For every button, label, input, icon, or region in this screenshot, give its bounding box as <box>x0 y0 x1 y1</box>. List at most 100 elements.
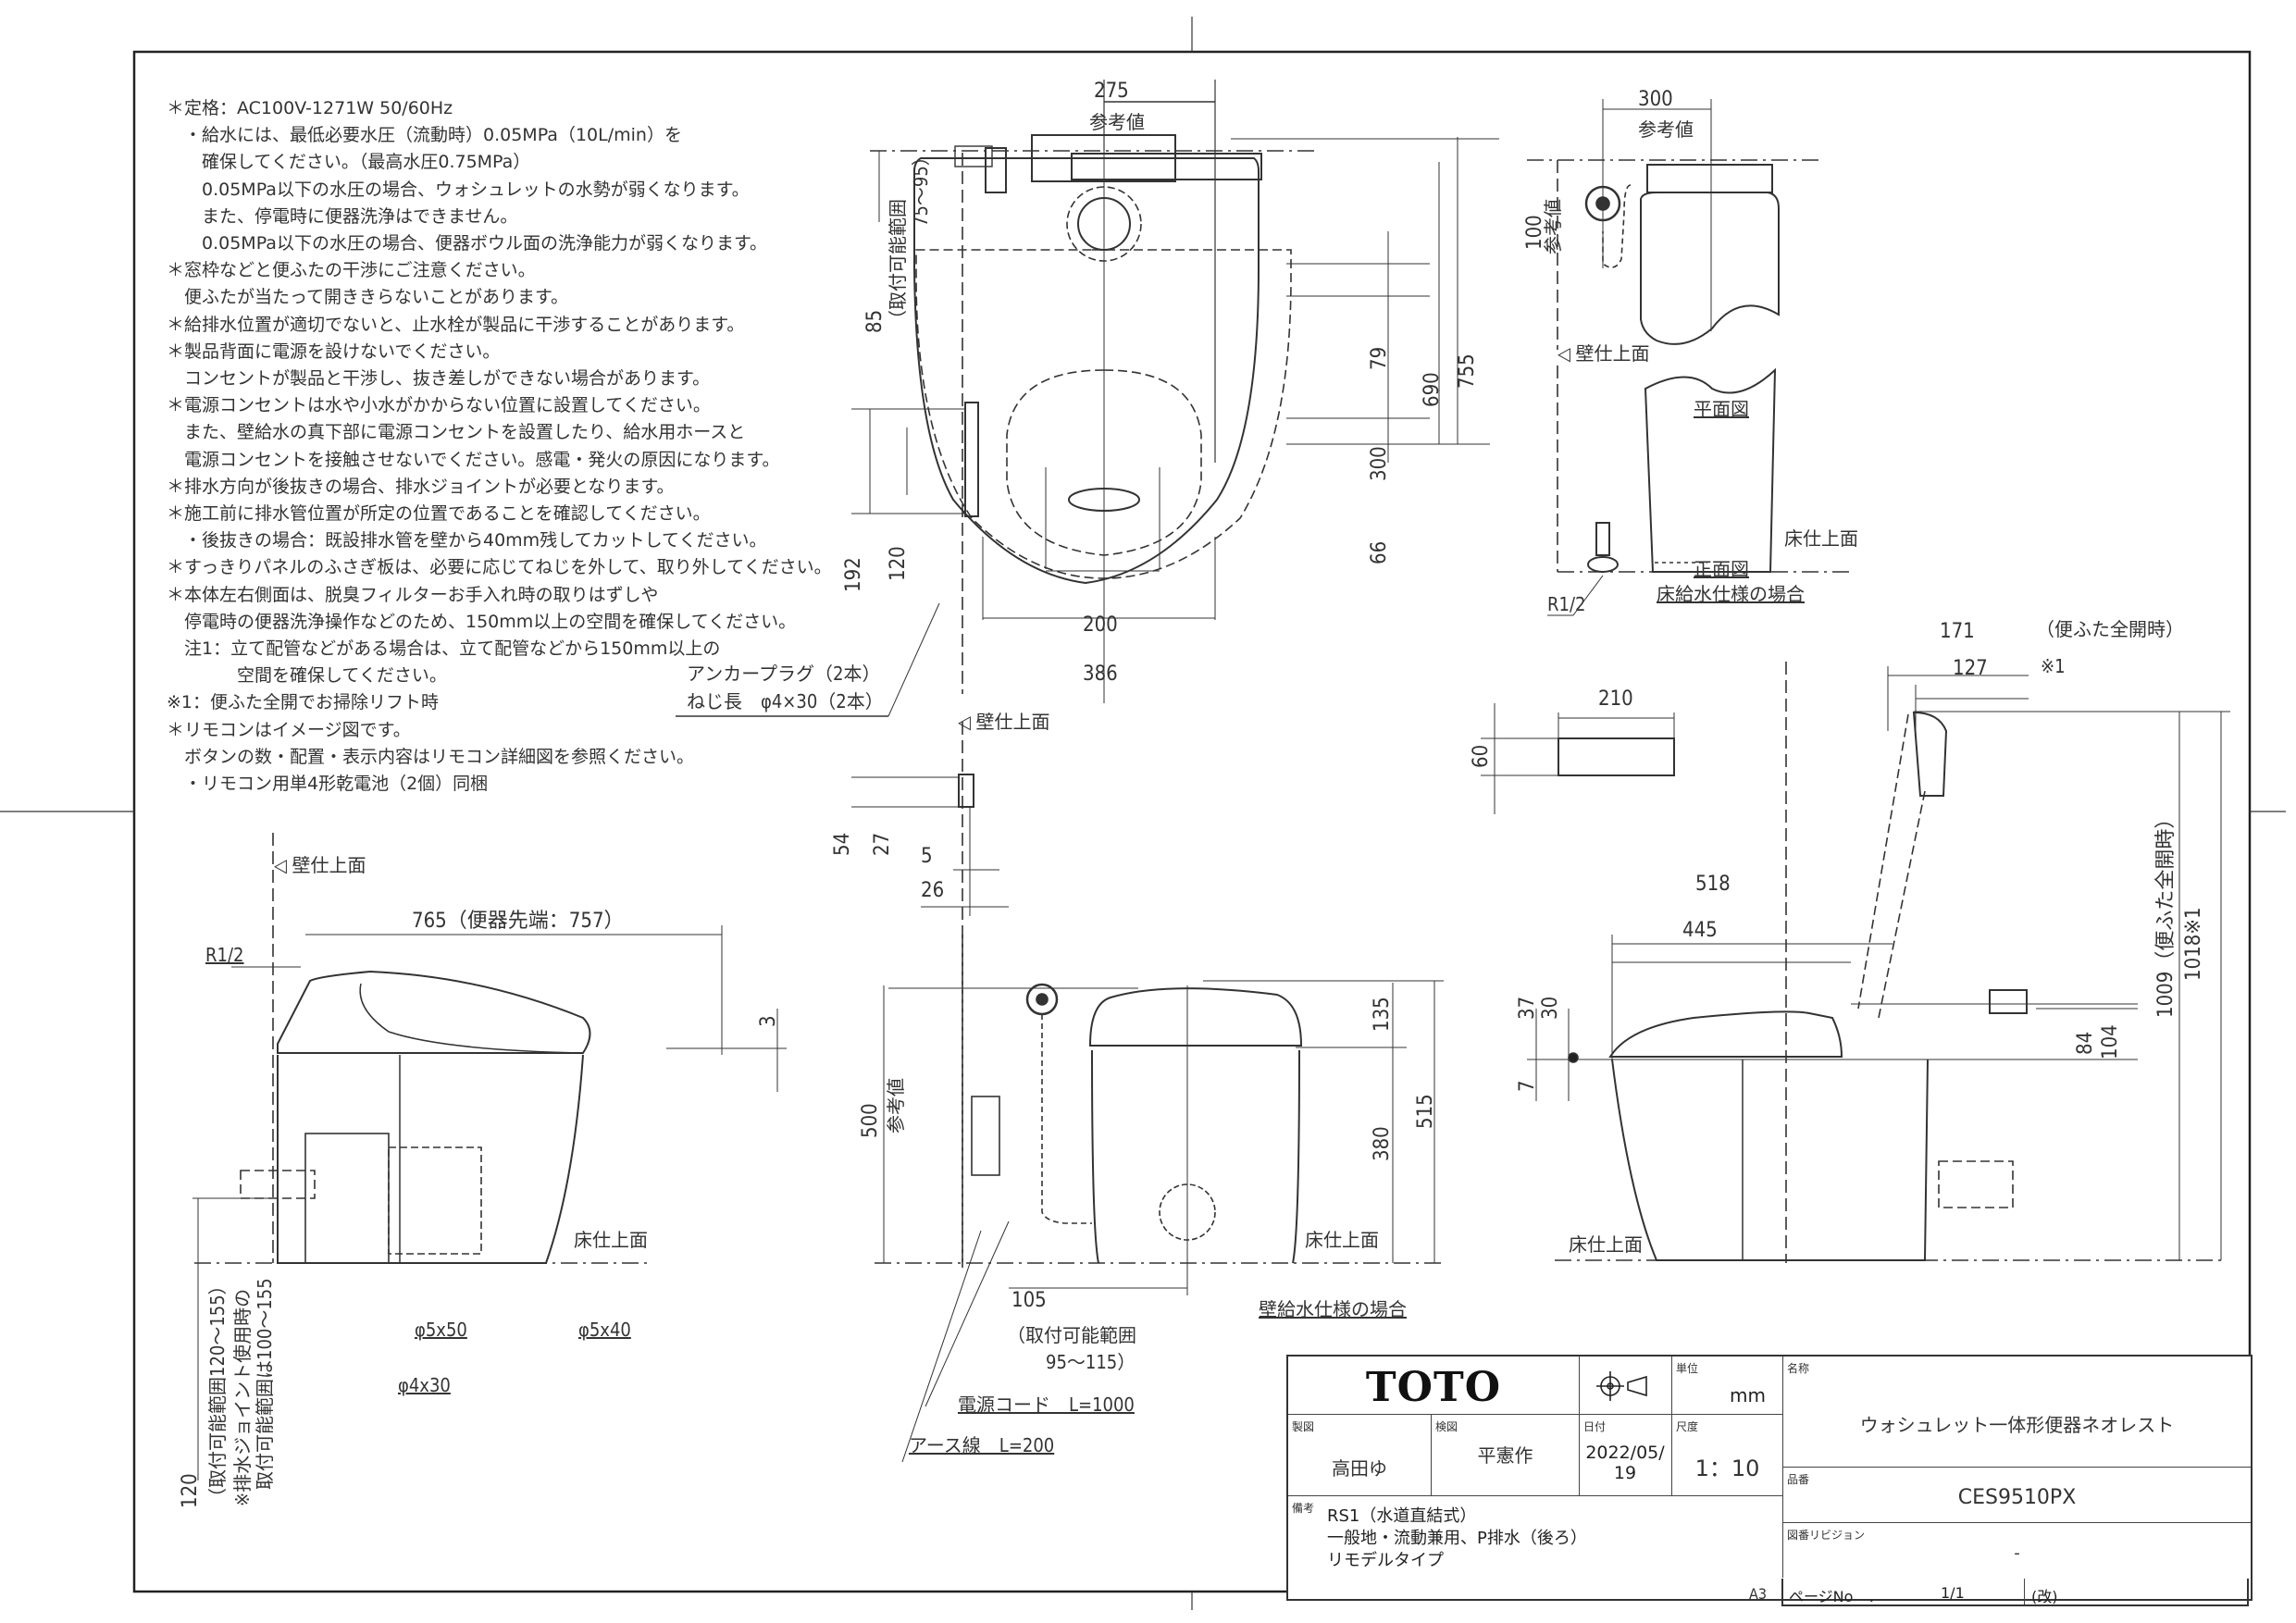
dim-79: 79 <box>1368 346 1391 370</box>
drawn-label: 製図 <box>1292 1420 1315 1433</box>
dim-66: 66 <box>1368 540 1391 564</box>
drawn-cell: 製図 高田ゆ <box>1288 1415 1432 1496</box>
floor-surface-label: 床仕上面 <box>1569 1233 1643 1256</box>
ref-value-label: 参考値 <box>1089 111 1145 133</box>
note-line: ＊リモコンはイメージ図です。 <box>167 719 411 740</box>
range-note-3: 取付可能範囲は100～155 <box>254 1278 276 1490</box>
note-line: 空間を確保してください。 <box>167 665 447 687</box>
r12-label: R1/2 <box>205 944 244 966</box>
floor-surface-label: 床仕上面 <box>574 1229 648 1251</box>
note-ref-label: ※1 <box>2041 655 2066 677</box>
lid-open-label: （便ふた全開時） <box>2036 618 2184 640</box>
page-label: ページNo ． <box>1789 1588 1883 1605</box>
note-line: ・給水には、最低必要水圧（流動時）0.05MPa（10L/min）を <box>167 125 682 146</box>
ref-value-vertical: 参考値 <box>885 1078 907 1134</box>
paper-size: A3 <box>1749 1585 1767 1603</box>
range-value: 95～115） <box>1046 1351 1136 1373</box>
name-label: 名称 <box>1787 1362 1810 1375</box>
floor-surface-label: 床仕上面 <box>1305 1229 1379 1251</box>
note-line: 便ふたが当たって開ききらないことがあります。 <box>167 287 569 308</box>
dim-27: 27 <box>871 832 894 856</box>
note-line: 確保してください。（最高水圧0.75MPa） <box>167 152 531 173</box>
dim-300-floor: 300 <box>1638 88 1673 111</box>
dim-60: 60 <box>1470 744 1493 768</box>
third-angle-projection-icon <box>1596 1371 1647 1401</box>
dim-518: 518 <box>1695 873 1731 896</box>
unit-value: mm <box>1730 1384 1766 1406</box>
logo-cell: TOTO <box>1288 1357 1580 1415</box>
revision-cell: 図番リビジョン - <box>1783 1523 2251 1578</box>
dim-380: 380 <box>1371 1126 1394 1161</box>
notes-block: ＊定格：AC100V-1271W 50/60Hz ・給水には、最低必要水圧（流動… <box>167 95 832 798</box>
part-label: 品番 <box>1787 1473 1810 1486</box>
plan-view-title: 平面図 <box>1694 398 1749 420</box>
note-line: ・後抜きの場合：既設排水管を壁から40mm残してカットしてください。 <box>167 530 767 551</box>
note-line: また、停電時に便器洗浄はできません。 <box>167 205 518 227</box>
dim-192: 192 <box>842 557 865 592</box>
dim-26: 26 <box>921 879 945 902</box>
remarks-line: 一般地・流動兼用、P排水（後ろ） <box>1327 1529 1587 1548</box>
dim-84: 84 <box>2074 1031 2097 1055</box>
dim-37: 37 <box>1516 996 1539 1020</box>
side-view-left-drawing <box>192 833 787 1481</box>
dim-85: 85 <box>863 309 887 333</box>
drawn-value: 高田ゆ <box>1332 1457 1387 1480</box>
dim-690: 690 <box>1421 372 1444 407</box>
note-line: また、壁給水の真下部に電源コンセントを設置したり、給水用ホースと <box>167 422 746 443</box>
note-line: コンセントが製品と干渉し、抜き差しができない場合があります。 <box>167 368 711 390</box>
note-line: ＊排水方向が後抜きの場合、排水ジョイントが必要となります。 <box>167 476 675 497</box>
date-label: 日付 <box>1583 1420 1607 1433</box>
note-line: 停電時の便器洗浄操作などのため、150mm以上の空間を確保してください。 <box>167 611 797 632</box>
floor-supply-case-label: 床給水仕様の場合 <box>1657 583 1805 605</box>
title-block: TOTO 単位 mm 製図 高田ゆ 検図 平憲作 日付 2022/05/19 尺… <box>1286 1355 2253 1601</box>
screw-5x50-label: φ5x50 <box>415 1319 467 1341</box>
ref-value-vertical: 参考値 <box>1542 199 1564 254</box>
remarks-line: リモデルタイプ <box>1327 1551 1444 1570</box>
dim-135: 135 <box>1371 997 1394 1032</box>
note-line: 0.05MPa以下の水圧の場合、ウォシュレットの水勢が弱くなります。 <box>167 179 750 200</box>
range-label: （取付可能範囲 <box>887 199 909 328</box>
dim-755: 755 <box>1456 353 1479 389</box>
wall-surface-label: ◁ 壁仕上面 <box>274 854 366 876</box>
plan-view-drawing <box>870 80 1499 1268</box>
dim-1009: 1009（便ふた全開時） <box>2154 808 2178 1018</box>
side-view-right-drawing <box>1527 662 2230 1263</box>
ref-value-label: 参考値 <box>1638 118 1694 141</box>
dim-500: 500 <box>859 1103 882 1138</box>
screw-4x30-label: φ4x30 <box>398 1374 451 1396</box>
dim-105: 105 <box>1011 1289 1047 1312</box>
power-cord-label: 電源コード L=1000 <box>958 1394 1135 1416</box>
front-view-title: 正面図 <box>1694 558 1749 580</box>
wall-surface-label: ◁ 壁仕上面 <box>958 711 1050 733</box>
front-view-drawing <box>875 935 1444 1463</box>
remarks-line: RS1（水道直結式） <box>1327 1506 1477 1526</box>
range-value: 75～95） <box>910 147 932 227</box>
floor-surface-label: 床仕上面 <box>1784 527 1858 550</box>
unit-cell: 単位 mm <box>1672 1357 1783 1415</box>
dim-210: 210 <box>1598 688 1633 711</box>
dim-3: 3 <box>757 1015 780 1027</box>
wall-supply-case-label: 壁給水仕様の場合 <box>1259 1298 1407 1320</box>
dim-171: 171 <box>1940 620 1975 643</box>
note-line: ＊窓枠などと便ふたの干渉にご注意ください。 <box>167 260 536 281</box>
screw-length-label: ねじ長 φ4×30（2本） <box>687 690 884 712</box>
remote-front-drawing <box>1481 703 1675 814</box>
range-note-1: （取付可能範囲120～155） <box>206 1276 229 1506</box>
anchor-plug-label: アンカープラグ（2本） <box>687 663 881 685</box>
dim-515: 515 <box>1414 1094 1437 1129</box>
dim-30: 30 <box>1539 996 1562 1020</box>
r12-label: R1/2 <box>1547 593 1586 615</box>
dim-445: 445 <box>1682 919 1718 942</box>
note-line: ＊製品背面に電源を設けないでください。 <box>167 341 501 362</box>
note-line: ※1：便ふた全開でお掃除リフト時 <box>167 692 440 713</box>
page-row: ページNo ． 1/1 (改) <box>1781 1579 2249 1606</box>
range-note-2: ※排水ジョイント使用時の <box>231 1288 254 1506</box>
dim-386: 386 <box>1083 663 1118 686</box>
dim-5: 5 <box>921 845 933 868</box>
scale-label: 尺度 <box>1676 1420 1699 1433</box>
wall-surface-label: ◁ 壁仕上面 <box>1558 342 1650 365</box>
part-number: CES9510PX <box>1957 1486 2077 1509</box>
date-cell: 日付 2022/05/19 <box>1580 1415 1672 1496</box>
note-line: ＊施工前に排水管位置が所定の位置であることを確認してください。 <box>167 503 711 525</box>
remote-plan-drawing <box>676 402 1009 916</box>
